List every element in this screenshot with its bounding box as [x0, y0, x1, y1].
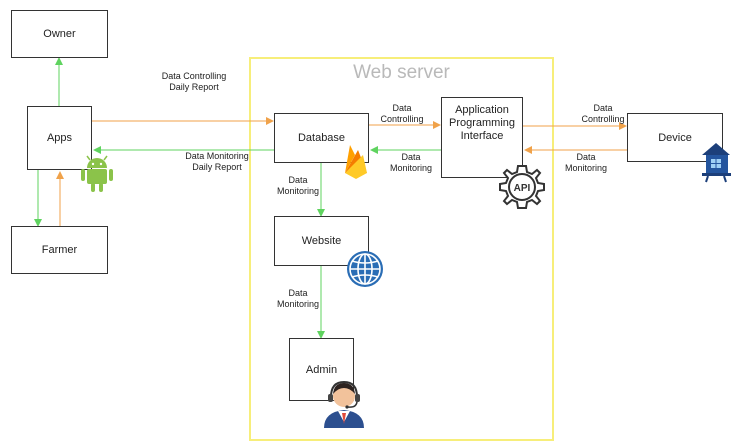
label-device-to-api: Data Monitoring [564, 152, 608, 173]
device-label: Device [658, 131, 692, 144]
label-apps-to-database: Data Controlling Daily Report [161, 71, 227, 92]
apps-label: Apps [46, 132, 73, 144]
firebase-icon [345, 145, 367, 179]
api-node: Application Programming Interface [441, 97, 523, 178]
label-database-to-website: Data Monitoring [276, 175, 320, 196]
gear-icon: API [499, 165, 545, 209]
website-node: Website [274, 216, 369, 266]
label-api-to-database: Data Monitoring [389, 152, 433, 173]
api-badge-text: API [514, 183, 531, 194]
house-icon [702, 143, 731, 183]
label-website-to-admin: Data Monitoring [276, 288, 320, 309]
support-agent-icon [324, 380, 364, 428]
web-server-title: Web server [353, 62, 450, 83]
globe-icon [347, 251, 383, 287]
admin-node: Admin [289, 338, 354, 401]
website-label: Website [301, 235, 342, 247]
label-api-to-device: Data Controlling [581, 103, 625, 124]
farmer-node: Farmer [11, 226, 108, 274]
owner-node: Owner [11, 10, 108, 58]
label-database-to-api: Data Controlling [380, 103, 424, 124]
owner-label: Owner [43, 28, 76, 40]
android-icon [81, 155, 113, 192]
database-label: Database [297, 132, 346, 144]
apps-node: Apps [27, 106, 92, 170]
farmer-label: Farmer [41, 244, 78, 256]
api-label: Application Programming Interface [448, 104, 516, 142]
label-database-to-apps: Data Monitoring Daily Report [185, 151, 249, 172]
admin-label: Admin [305, 363, 338, 376]
